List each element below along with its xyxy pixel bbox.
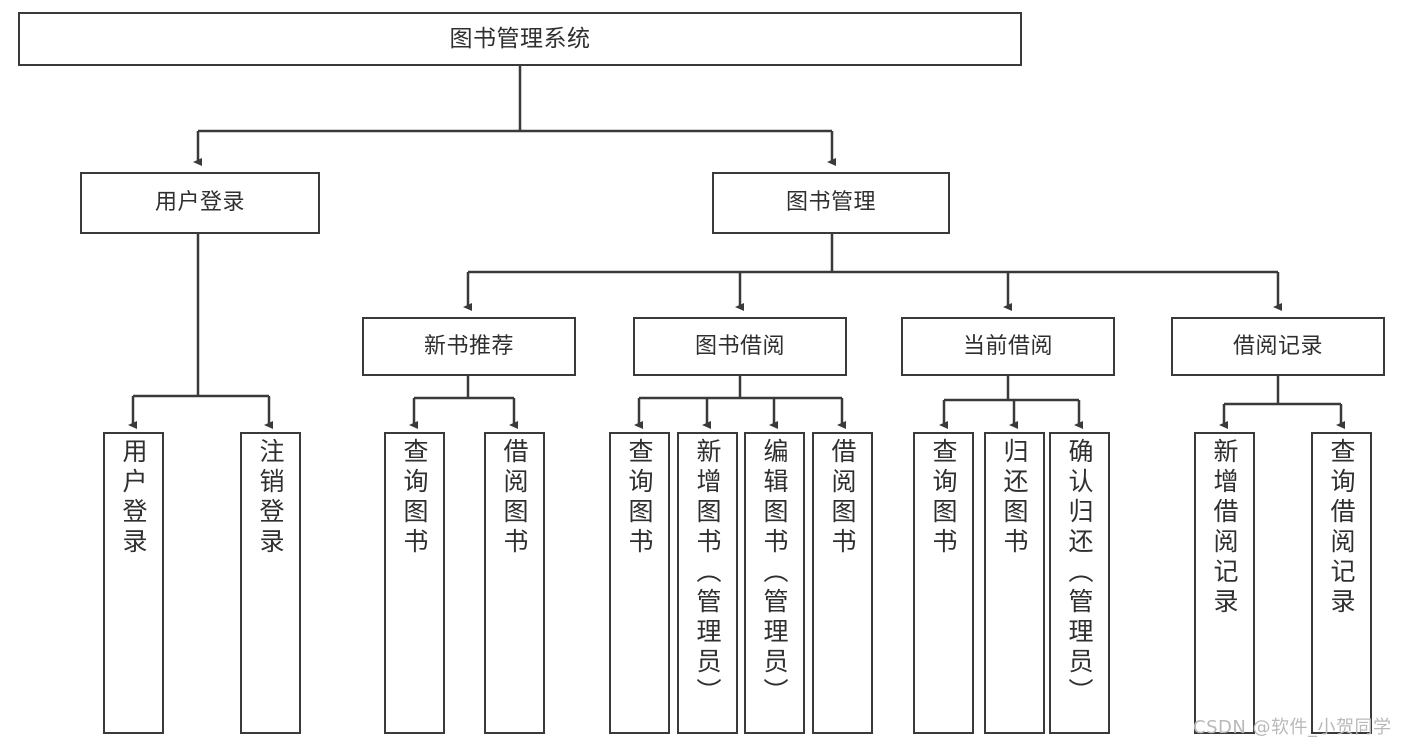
leaf-edit-book-admin[interactable]: 编辑图书（管理员） (744, 432, 805, 734)
leaf-query-book-current-label: 查询图书 (929, 438, 958, 558)
node-current-borrow[interactable]: 当前借阅 (901, 317, 1115, 376)
leaf-query-borrow-record-label: 查询借阅记录 (1327, 438, 1356, 618)
node-new-book-recommend[interactable]: 新书推荐 (362, 317, 576, 376)
node-book-borrow[interactable]: 图书借阅 (633, 317, 847, 376)
node-user-login[interactable]: 用户登录 (80, 172, 320, 234)
leaf-query-book-recommend-label: 查询图书 (400, 438, 429, 558)
node-borrow-record[interactable]: 借阅记录 (1171, 317, 1385, 376)
node-book-management-label: 图书管理 (785, 190, 876, 216)
node-root[interactable]: 图书管理系统 (18, 12, 1022, 66)
leaf-confirm-return-admin-label: 确认归还（管理员） (1065, 438, 1094, 708)
node-borrow-record-label: 借阅记录 (1232, 333, 1323, 359)
node-user-login-label: 用户登录 (154, 190, 245, 216)
leaf-borrow-book-recommend-label: 借阅图书 (500, 438, 529, 558)
leaf-user-login[interactable]: 用户登录 (103, 432, 164, 734)
leaf-query-book-recommend[interactable]: 查询图书 (384, 432, 445, 734)
leaf-borrow-book-label: 借阅图书 (828, 438, 857, 558)
leaf-query-borrow-record[interactable]: 查询借阅记录 (1311, 432, 1372, 734)
node-book-borrow-label: 图书借阅 (694, 333, 785, 359)
leaf-borrow-book-recommend[interactable]: 借阅图书 (484, 432, 545, 734)
leaf-add-borrow-record-label: 新增借阅记录 (1210, 438, 1239, 618)
leaf-edit-book-admin-label: 编辑图书（管理员） (760, 438, 789, 708)
leaf-add-borrow-record[interactable]: 新增借阅记录 (1194, 432, 1255, 734)
leaf-query-book-borrow[interactable]: 查询图书 (609, 432, 670, 734)
leaf-add-book-admin[interactable]: 新增图书（管理员） (677, 432, 738, 734)
leaf-user-login-label: 用户登录 (119, 438, 148, 558)
leaf-confirm-return-admin[interactable]: 确认归还（管理员） (1049, 432, 1110, 734)
leaf-logout[interactable]: 注销登录 (240, 432, 301, 734)
node-new-book-recommend-label: 新书推荐 (423, 333, 514, 359)
leaf-logout-label: 注销登录 (256, 438, 285, 558)
node-root-label: 图书管理系统 (449, 25, 591, 52)
leaf-add-book-admin-label: 新增图书（管理员） (693, 438, 722, 708)
node-current-borrow-label: 当前借阅 (962, 333, 1053, 359)
leaf-query-book-borrow-label: 查询图书 (625, 438, 654, 558)
leaf-query-book-current[interactable]: 查询图书 (913, 432, 974, 734)
watermark-text: CSDN @软件_小贺同学 (1193, 717, 1392, 738)
node-book-management[interactable]: 图书管理 (712, 172, 950, 234)
leaf-borrow-book[interactable]: 借阅图书 (812, 432, 873, 734)
leaf-return-book-label: 归还图书 (1000, 438, 1029, 558)
leaf-return-book[interactable]: 归还图书 (984, 432, 1045, 734)
